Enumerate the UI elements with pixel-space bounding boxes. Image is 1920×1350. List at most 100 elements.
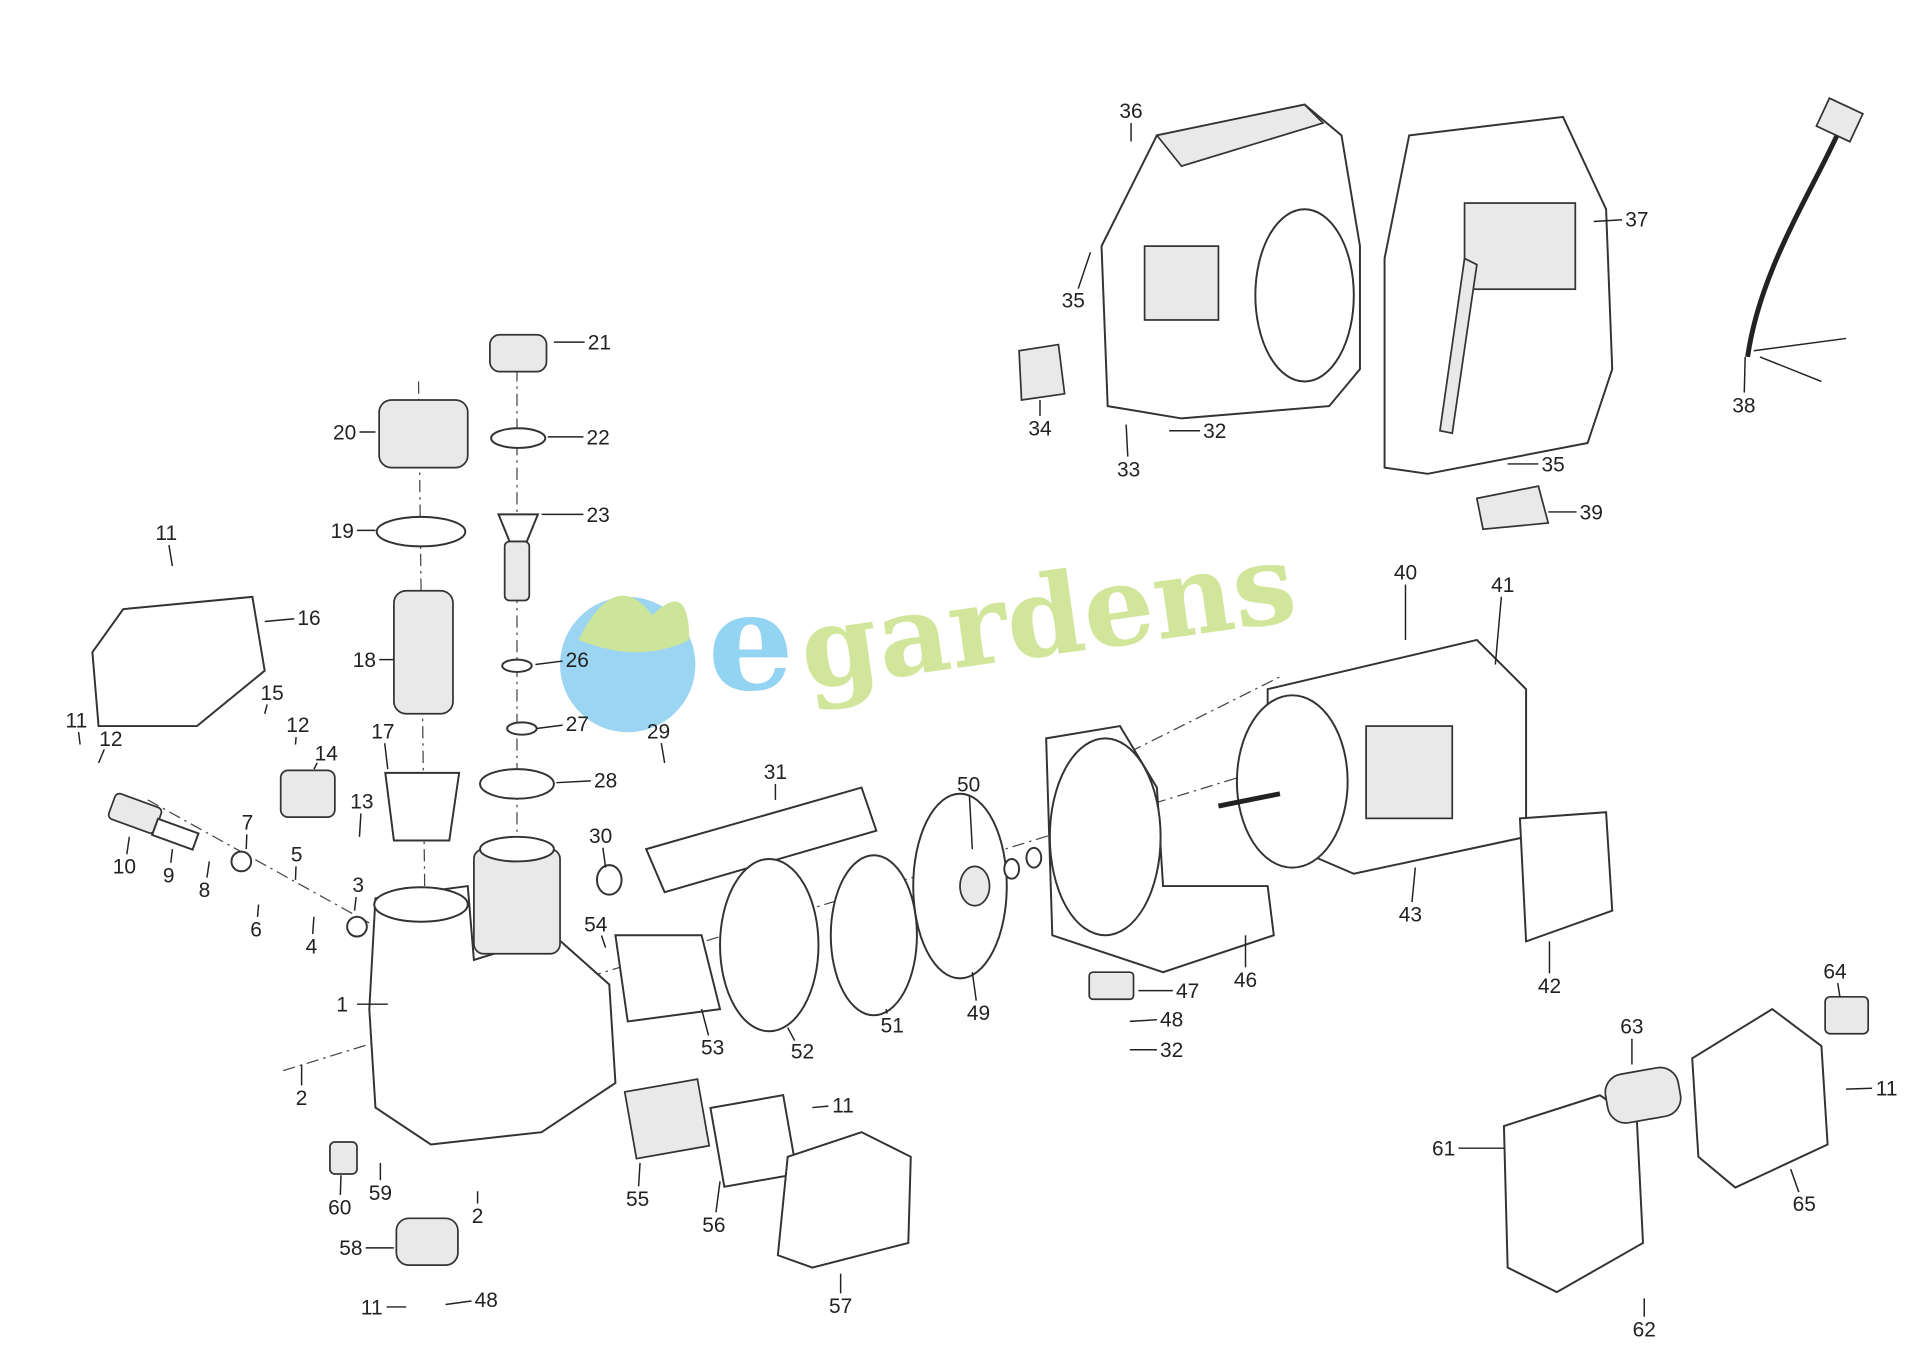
leader-line [600,935,607,948]
part-number-label: 41 [1491,574,1514,597]
part-number-label: 18 [353,649,376,672]
part-number-label: 37 [1625,208,1648,231]
leader-line [263,704,268,714]
part-number-label: 36 [1119,100,1142,123]
part-number-label: 47 [1176,980,1199,1003]
leader-line [311,916,315,935]
electronics-cover-16 [91,595,266,728]
leader-line [264,618,295,623]
leader-line [1846,1087,1872,1090]
electronics [623,995,1870,1294]
part-number-label: 27 [566,713,589,736]
part-number-label: 11 [66,709,88,732]
part-number-label: 58 [339,1237,362,1260]
logo-leaf-icon [578,595,690,653]
leader-line [715,1181,721,1213]
part-number-label: 17 [371,720,394,743]
leader-line [602,847,607,868]
leader-line [1125,424,1129,457]
part-number-label: 31 [764,761,787,784]
leader-line [1743,356,1746,393]
part-number-label: 29 [647,720,670,743]
part-number-label: 64 [1823,960,1847,983]
part-number-label: 60 [328,1197,351,1220]
impeller-stack [595,786,1043,1033]
part-number-label: 22 [587,426,610,449]
leader-line [885,1008,888,1014]
leader-lines [77,123,1872,1317]
part-number-label: 57 [829,1295,852,1318]
leader-line [245,834,248,850]
pump-housing [329,835,617,1266]
leader-line [1494,596,1503,665]
part-number-label: 63 [1620,1016,1643,1039]
part-number-label: 1 [336,994,348,1017]
part-number-label: 5 [291,843,303,866]
part-number-label: 43 [1399,904,1422,927]
part-number-label: 59 [369,1182,392,1205]
motor-cover-right [1383,115,1614,475]
leader-line [77,731,81,745]
leader-line [660,742,666,764]
foot-39 [1475,485,1550,531]
part-number-label: 35 [1542,453,1565,476]
part-number-label: 12 [286,714,309,737]
leader-line [787,1027,796,1041]
leader-line [1411,867,1417,903]
leader-line [358,813,362,837]
part-number-label: 52 [791,1040,814,1063]
part-number-label: 11 [155,522,177,545]
part-number-label: 10 [113,856,136,879]
leader-line [971,972,977,1001]
part-number-label: 4 [306,936,318,959]
part-number-label: 21 [588,331,611,354]
power-cable [1745,97,1865,383]
part-number-label: 11 [832,1094,854,1117]
leader-line [313,762,318,770]
part-number-label: 11 [361,1296,383,1319]
part-number-label: 9 [163,864,175,887]
part-number-label: 16 [297,607,320,630]
leader-line [294,866,297,880]
part-number-label: 26 [566,649,589,672]
part-number-label: 30 [589,825,612,848]
part-number-label: 15 [260,682,283,705]
part-number-label: 40 [1394,562,1417,585]
leader-line [637,1162,641,1187]
part-number-label: 34 [1028,418,1052,441]
leader-line [536,724,563,730]
part-number-label: 7 [242,811,254,834]
part-number-label: 28 [594,770,617,793]
leader-line [1789,1168,1800,1193]
part-number-label: 48 [475,1289,498,1312]
part-number-label: 38 [1732,394,1755,417]
part-number-label: 54 [584,914,608,937]
part-number-label: 51 [881,1014,904,1037]
leader-line [353,896,357,911]
watermark-gardens: gardens [792,518,1304,716]
part-number-label: 42 [1538,975,1561,998]
leader-line [1077,252,1092,289]
part-number-label: 32 [1160,1039,1183,1062]
part-number-label: 65 [1793,1193,1816,1216]
motor-cover-left [1100,103,1361,420]
leader-line [256,904,260,917]
watermark-e: e [708,562,794,721]
part-number-label: 2 [296,1087,308,1110]
leader-line [445,1300,472,1306]
egardens-watermark: e gardens [560,518,1304,733]
leader-line [1129,1018,1157,1023]
leader-line [294,736,297,745]
part-number-label: 6 [250,919,262,942]
bracket-34 [1018,343,1066,401]
part-number-label: 55 [626,1188,649,1211]
part-number-label: 50 [957,773,980,796]
part-number-label: 3 [352,874,364,897]
leader-line [1593,219,1623,223]
part-number-label: 53 [701,1037,724,1060]
leader-line [700,1008,710,1036]
leader-line [1837,982,1841,997]
leader-line [968,796,974,850]
